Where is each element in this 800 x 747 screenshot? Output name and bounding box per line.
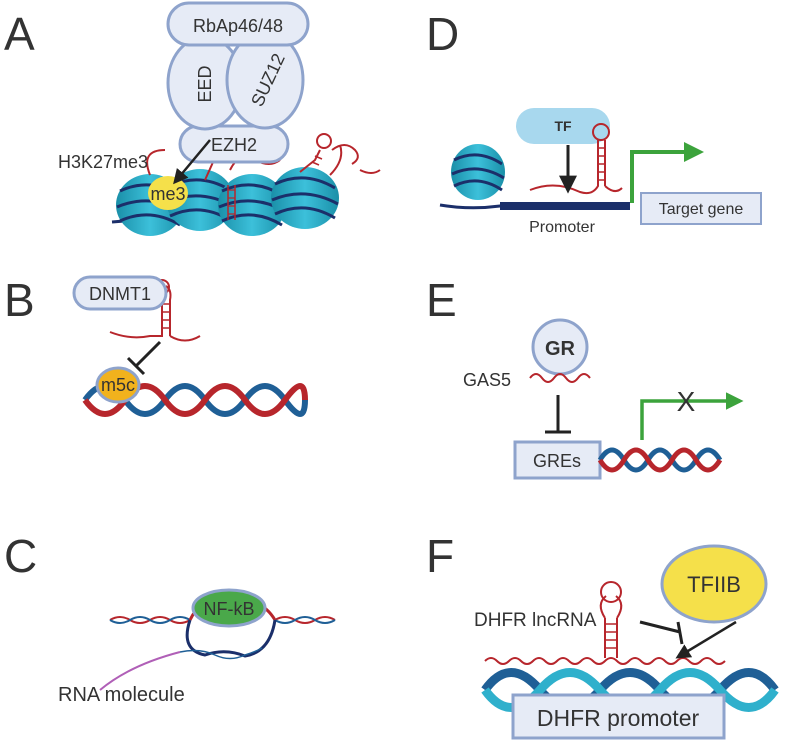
rbap-label: RbAp46/48	[193, 16, 283, 36]
dna-strand	[109, 616, 336, 624]
transcription-arrow	[630, 142, 704, 203]
eed-label: EED	[195, 65, 215, 102]
promoter-label: Promoter	[529, 219, 595, 236]
nfkb-node	[191, 588, 267, 628]
inhibition-bar	[639, 620, 684, 645]
rbap-node	[166, 1, 310, 47]
nucleosome	[451, 144, 505, 200]
binding-arrow	[675, 620, 737, 659]
dhfr-lncrna-label: DHFR lncRNA	[474, 610, 597, 631]
tfiib-node	[660, 544, 768, 624]
lncrna-hairpin	[529, 123, 623, 195]
panel-f: F TFIIB DHFR lncRNA DHFR promoter	[426, 530, 779, 740]
gres-label: GREs	[533, 451, 581, 471]
block-mark: X	[677, 386, 696, 417]
tf-node	[516, 108, 610, 144]
lncrna-hairpin	[299, 133, 381, 174]
panel-a: A	[4, 1, 381, 236]
panel-b-letter: B	[4, 274, 35, 326]
panel-e: E GR GAS5 GREs X	[426, 274, 744, 480]
inhibition-bar	[126, 340, 162, 376]
inhibition-bar	[545, 395, 571, 434]
dhfr-promoter-box	[511, 693, 726, 740]
panel-c-letter: C	[4, 530, 37, 582]
methylation-arrow	[173, 139, 211, 185]
nfkb-label: NF-kB	[204, 599, 255, 619]
panel-c: C NF-kB RNA molecule	[4, 530, 336, 706]
dnmt1-label: DNMT1	[89, 284, 151, 304]
h3k27me3-label: H3K27me3	[58, 152, 148, 172]
transcription-arrow	[640, 392, 744, 440]
panel-f-letter: F	[426, 530, 454, 582]
prc2-complex: EZH2 EED SUZ12 RbAp46/48	[166, 1, 310, 164]
lncrna-strand	[484, 657, 726, 665]
rna-molecule-strand	[99, 651, 181, 691]
panel-a-letter: A	[4, 8, 35, 60]
triplex-strand	[179, 647, 263, 660]
panel-d: D Promoter Target gene TF	[426, 8, 762, 236]
promoter-region	[500, 202, 630, 210]
m5c-mark	[95, 366, 141, 404]
dna-strand	[597, 447, 723, 473]
panel-b: B DNMT1 m5c	[4, 274, 308, 417]
rna-molecule-label: RNA molecule	[58, 684, 185, 706]
nucleosome	[271, 167, 339, 229]
dnmt1-node	[72, 275, 168, 311]
tf-label: TF	[554, 118, 572, 134]
panel-d-letter: D	[426, 8, 459, 60]
gas5-rna	[529, 373, 591, 383]
me3-mark	[148, 176, 188, 210]
me3-label: me3	[150, 184, 185, 204]
dna-line	[439, 203, 630, 210]
gr-label: GR	[545, 338, 576, 360]
gas5-label: GAS5	[463, 370, 511, 390]
tfiib-label: TFIIB	[687, 572, 741, 597]
dna-bubble-bottom	[185, 619, 277, 658]
panel-e-letter: E	[426, 274, 457, 326]
dna-strand	[597, 447, 723, 473]
ezh2-node	[178, 124, 290, 164]
target-gene-box	[640, 192, 762, 225]
dhfr-promoter-label: DHFR promoter	[537, 705, 700, 731]
lncrna-hairpin	[599, 581, 623, 658]
target-gene-label: Target gene	[659, 201, 744, 218]
m5c-label: m5c	[101, 375, 135, 395]
lncrna-hairpin	[109, 279, 201, 342]
ezh2-label: EZH2	[211, 135, 257, 155]
